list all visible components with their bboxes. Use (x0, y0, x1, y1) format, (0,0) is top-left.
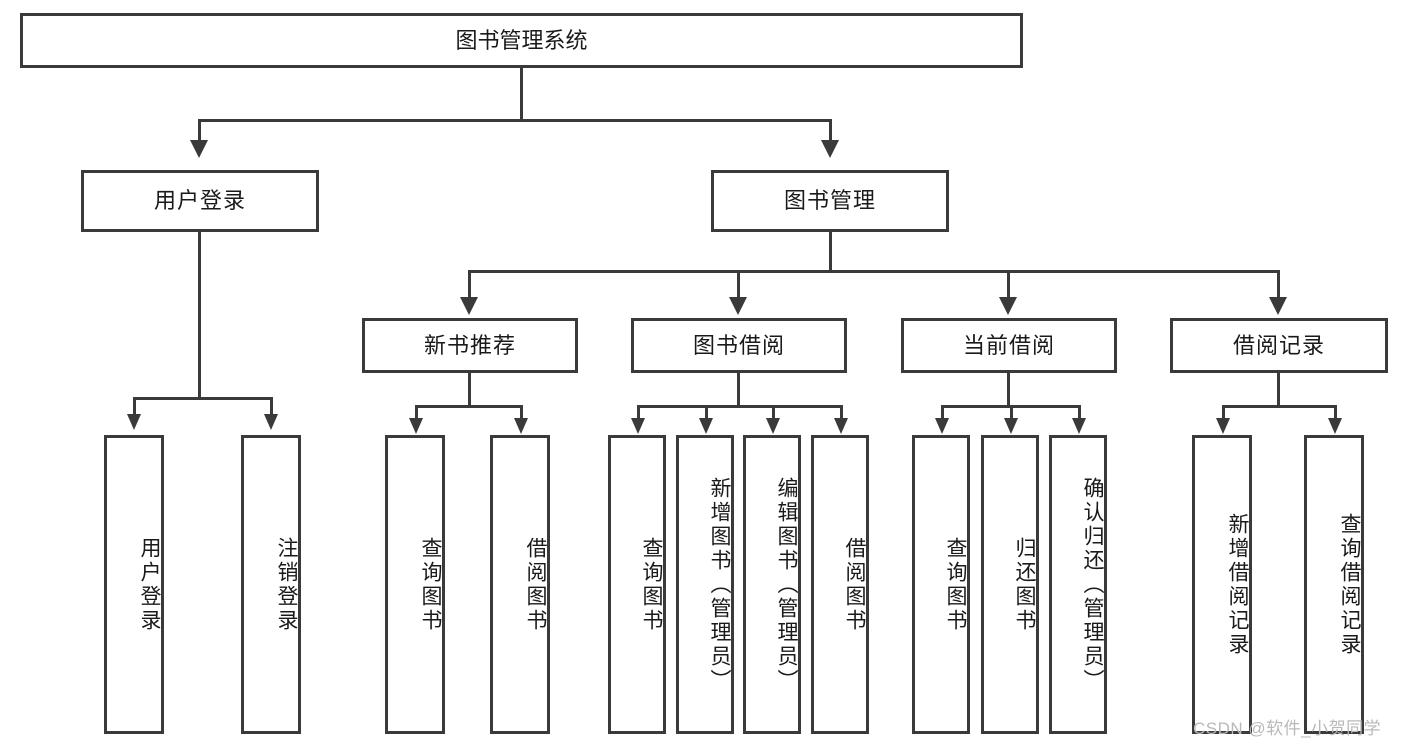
edge-new-book-down (468, 373, 471, 405)
leaf-borrow-record-add-record[interactable]: 新增借阅记录 (1192, 435, 1252, 734)
leaf-new-book-query-books[interactable]: 查询图书 (385, 435, 445, 734)
edge-borrow-record-leaf2 (1334, 405, 1337, 419)
edge-current-borrow-leaf1 (941, 405, 944, 419)
edge-new-book-leaf1 (415, 405, 418, 419)
edge-user-login-bar (133, 397, 273, 400)
edge-root-bar (198, 119, 832, 122)
leaf-book-borrow-query-books[interactable]: 查询图书 (608, 435, 666, 734)
edge-root-to-book-management (829, 119, 832, 142)
arrow-bm-to-book-borrow (729, 297, 747, 315)
leaf-book-borrow-edit-book-admin[interactable]: 编辑图书（管理员） (743, 435, 801, 734)
leaf-user-login-login[interactable]: 用户登录 (104, 435, 164, 734)
arrow-book-borrow-leaf4 (834, 418, 848, 434)
edge-borrow-record-down (1277, 373, 1280, 405)
arrow-bm-to-borrow-record (1269, 297, 1287, 315)
edge-borrow-record-bar (1222, 405, 1337, 408)
leaf-borrow-record-query-record[interactable]: 查询借阅记录 (1304, 435, 1364, 734)
arrow-new-book-leaf2 (514, 418, 528, 434)
edge-user-login-leaf2 (270, 397, 273, 415)
leaf-current-borrow-return-books[interactable]: 归还图书 (981, 435, 1039, 734)
arrow-root-to-book-management (821, 140, 839, 158)
leaf-user-login-logout[interactable]: 注销登录 (241, 435, 301, 734)
node-user-login[interactable]: 用户登录 (81, 170, 319, 232)
leaf-current-borrow-query-books[interactable]: 查询图书 (912, 435, 970, 734)
edge-bm-to-borrow-record (1277, 270, 1280, 299)
edge-borrow-record-leaf1 (1222, 405, 1225, 419)
csdn-watermark: CSDN @软件_小贺同学 (1193, 719, 1382, 738)
leaf-book-borrow-borrow-books[interactable]: 借阅图书 (811, 435, 869, 734)
edge-bm-to-book-borrow (737, 270, 740, 299)
edge-book-management-down (829, 232, 832, 270)
edge-book-borrow-down (737, 373, 740, 405)
arrow-bm-to-current-borrow (999, 297, 1017, 315)
arrow-current-borrow-leaf2 (1004, 418, 1018, 434)
node-root-book-management-system[interactable]: 图书管理系统 (20, 13, 1023, 68)
arrow-borrow-record-leaf1 (1216, 418, 1230, 434)
arrow-new-book-leaf1 (409, 418, 423, 434)
leaf-current-borrow-confirm-return-admin[interactable]: 确认归还（管理员） (1049, 435, 1107, 734)
edge-root-down (520, 68, 523, 119)
edge-book-borrow-leaf4 (840, 405, 843, 419)
edge-book-management-bar (468, 270, 1280, 273)
edge-book-borrow-bar (637, 405, 843, 408)
edge-user-login-leaf1 (133, 397, 136, 415)
arrow-borrow-record-leaf2 (1328, 418, 1342, 434)
edge-current-borrow-leaf2 (1010, 405, 1013, 419)
edge-bm-to-current-borrow (1007, 270, 1010, 299)
arrow-book-borrow-leaf1 (631, 418, 645, 434)
node-new-book-recommend[interactable]: 新书推荐 (362, 318, 578, 373)
leaf-new-book-borrow-books[interactable]: 借阅图书 (490, 435, 550, 734)
node-borrow-record[interactable]: 借阅记录 (1170, 318, 1388, 373)
edge-current-borrow-down (1007, 373, 1010, 405)
arrow-current-borrow-leaf1 (935, 418, 949, 434)
edge-book-borrow-leaf1 (637, 405, 640, 419)
edge-root-to-user-login (198, 119, 201, 142)
edge-current-borrow-leaf3 (1078, 405, 1081, 419)
arrow-book-borrow-leaf3 (766, 418, 780, 434)
arrow-root-to-user-login (190, 140, 208, 158)
edge-book-borrow-leaf2 (705, 405, 708, 419)
edge-new-book-bar (415, 405, 523, 408)
edge-new-book-leaf2 (520, 405, 523, 419)
node-book-management[interactable]: 图书管理 (711, 170, 949, 232)
edge-book-borrow-leaf3 (772, 405, 775, 419)
arrow-book-borrow-leaf2 (699, 418, 713, 434)
leaf-book-borrow-add-book-admin[interactable]: 新增图书（管理员） (676, 435, 734, 734)
node-book-borrow[interactable]: 图书借阅 (631, 318, 847, 373)
node-current-borrow[interactable]: 当前借阅 (901, 318, 1117, 373)
arrow-user-login-leaf2 (264, 414, 278, 430)
arrow-bm-to-new-book (460, 297, 478, 315)
edge-user-login-down (198, 232, 201, 397)
arrow-current-borrow-leaf3 (1072, 418, 1086, 434)
arrow-user-login-leaf1 (127, 414, 141, 430)
edge-bm-to-new-book (468, 270, 471, 299)
